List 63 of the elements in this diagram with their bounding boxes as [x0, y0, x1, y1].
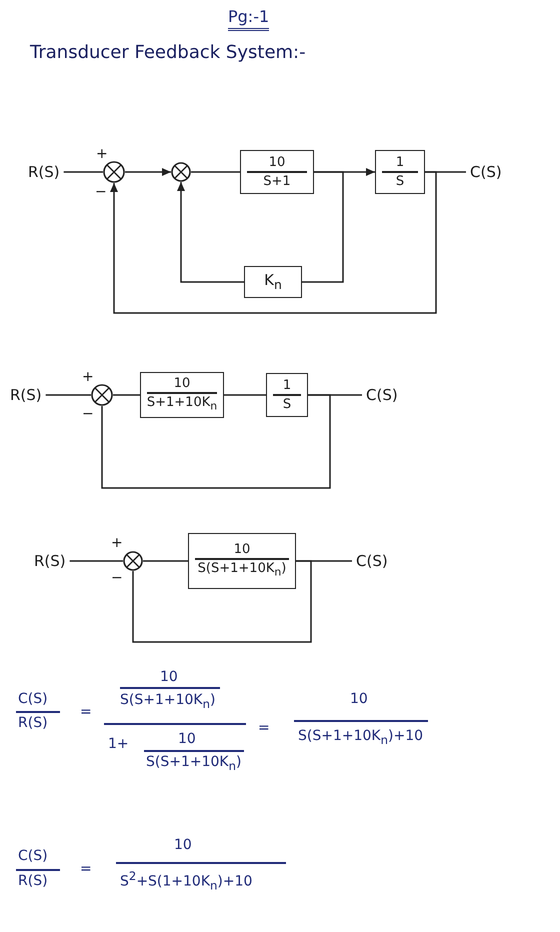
denominator-text: S — [282, 396, 292, 412]
signal-line — [191, 171, 240, 173]
gain-block: K$_{n}$ — [244, 266, 302, 298]
denominator-text: S — [396, 174, 404, 189]
signal-line — [224, 394, 266, 396]
signal-label: R(S) — [30, 549, 70, 573]
equals-sign: = — [80, 703, 92, 721]
fraction-numerator: 10 — [174, 836, 192, 854]
summing-junction — [171, 162, 191, 182]
numerator-text: 10 — [234, 542, 250, 558]
signal-line — [46, 394, 91, 396]
denominator-text: S+1 — [263, 174, 291, 189]
sign-label: + — [82, 369, 94, 385]
signal-line — [70, 560, 123, 562]
transfer-function-block — [188, 533, 296, 589]
fraction-numerator: C(S) — [18, 690, 48, 708]
signal-label: C(S) — [352, 549, 392, 573]
fraction-denominator: S(S+1+10K$_{n}$) — [146, 753, 242, 775]
equals-sign: = — [80, 860, 92, 878]
summing-junction — [123, 551, 143, 571]
arrow — [177, 182, 244, 283]
fraction-numerator: C(S) — [18, 847, 48, 865]
signal-line — [143, 560, 188, 562]
fraction-denominator: S$^{2}$+S(1+10K$_{n}$)+10 — [120, 868, 252, 894]
fraction-numerator: 10 — [178, 730, 196, 748]
sign-label: + — [96, 146, 108, 162]
signal-label: R(S) — [6, 383, 46, 407]
fraction-denominator: R(S) — [18, 872, 48, 890]
transfer-function-block — [375, 150, 425, 194]
fraction-denominator: R(S) — [18, 714, 48, 732]
equals-sign: = — [258, 719, 270, 737]
signal-line — [302, 171, 344, 283]
title-text: Transducer Feedback System:- — [30, 42, 306, 63]
fraction-numerator: 10 — [350, 690, 368, 708]
signal-line — [64, 171, 103, 173]
denominator-text: S(S+1+10K$_{n}$) — [198, 560, 286, 580]
signal-label: R(S) — [24, 160, 64, 184]
fraction-numerator: 10 — [160, 668, 178, 686]
sign-label: − — [82, 406, 94, 422]
numerator-text: 1 — [396, 155, 404, 170]
transfer-function-block — [266, 373, 308, 417]
fraction-denominator: S(S+1+10K$_{n}$)+10 — [298, 727, 424, 749]
transfer-function-block — [140, 372, 224, 418]
math-term: 1+ — [108, 735, 129, 753]
numerator-text: 10 — [268, 155, 286, 170]
sign-label: + — [111, 535, 123, 551]
signal-label: C(S) — [362, 383, 402, 407]
signal-label: C(S) — [466, 160, 506, 184]
numerator-text: 1 — [282, 378, 292, 394]
summing-junction — [91, 384, 113, 406]
summing-junction — [103, 161, 125, 183]
signal-line — [113, 394, 140, 396]
arrow — [125, 168, 171, 176]
fraction-denominator: S(S+1+10K$_{n}$) — [120, 691, 216, 713]
arrow — [110, 171, 437, 314]
signal-line — [101, 394, 331, 489]
sign-label: − — [95, 184, 107, 200]
page-number: Pg:-1 — [228, 6, 270, 31]
signal-line — [132, 560, 312, 643]
transfer-function-block — [240, 150, 314, 194]
denominator-text: S+1+10K$_{n}$ — [146, 394, 218, 414]
sign-label: − — [111, 570, 123, 586]
numerator-text: 10 — [174, 376, 190, 392]
